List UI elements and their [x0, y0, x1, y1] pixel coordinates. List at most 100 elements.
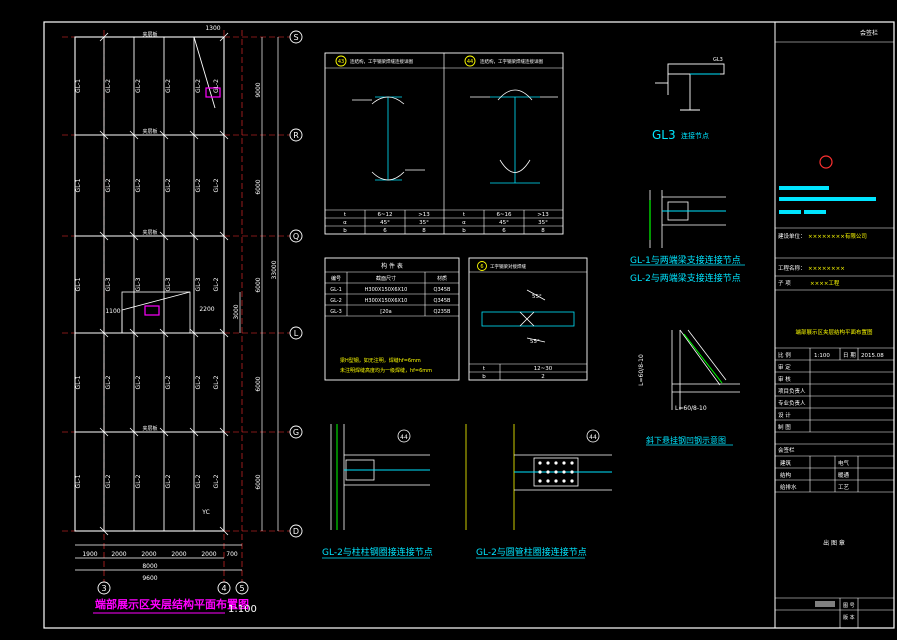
- table43-r2c1: 6: [383, 228, 387, 234]
- project-value: ××××××××: [808, 266, 845, 272]
- version-label: 版 本: [843, 614, 855, 621]
- beam-tick: [219, 427, 229, 437]
- bolt-icon: [554, 479, 558, 483]
- room-label: 夹层板: [142, 31, 157, 38]
- company-name-bar-en: [779, 197, 876, 201]
- beam-label: GL-2: [213, 375, 220, 389]
- weld-b-val: 2: [541, 374, 545, 380]
- beam-label: GL-2: [213, 474, 220, 488]
- axis-label: R: [293, 131, 299, 140]
- gl3-detail: GL3 GL3 连接节点: [652, 57, 725, 142]
- dim-bottom-1: 1900: [82, 551, 97, 558]
- axis-bubble-L: L: [289, 326, 303, 340]
- gl1-gl2-end-detail: GL-1与两端梁支接连接节点 GL-2与两端梁支接连接节点: [630, 190, 745, 284]
- axis-bubble-S: S: [289, 30, 303, 44]
- table44-r1c0: α: [462, 220, 466, 226]
- beam-tick: [159, 130, 169, 140]
- beam-label: GL-1: [75, 474, 82, 488]
- beam-tick: [189, 427, 199, 437]
- beam-label: GL-1: [75, 79, 82, 93]
- weld-num: 6: [480, 264, 483, 270]
- detail-43-title: 连结构，工字钢梁焊缝连接详图: [350, 58, 413, 65]
- dim-right-2: 6000: [255, 179, 262, 194]
- beam-tick: [219, 526, 229, 536]
- axis-bubble-4: 4: [217, 581, 231, 595]
- beam-label: GL-2: [165, 79, 172, 93]
- axis-label: Q: [293, 232, 299, 241]
- discipline-label: 工艺: [838, 484, 850, 491]
- brace-dim-1: L=60/8-10: [638, 354, 645, 386]
- bolt-icon: [546, 479, 550, 483]
- beam-tick: [129, 427, 139, 437]
- section-mark-magenta: [144, 305, 160, 316]
- table43-h0: t: [344, 212, 347, 218]
- beam-tick: [159, 328, 169, 338]
- dim-top: 1300: [205, 25, 220, 32]
- discipline-label: 给排水: [780, 483, 797, 491]
- titleblock-row-label: 项目负责人: [778, 387, 806, 395]
- section-mark-magenta: [205, 87, 221, 98]
- beam-label: GL-2: [165, 474, 172, 488]
- table44-r2c0: b: [462, 228, 466, 234]
- table43-r1c2: 35°: [419, 220, 429, 226]
- dim-bottom-5: 2000: [201, 551, 216, 558]
- brace-title: 斜下悬挂钢凹钢示意图: [646, 435, 726, 445]
- dim-bottom-end: 700: [226, 551, 238, 558]
- beam-label: GL-2: [195, 375, 202, 389]
- dim-bottom-3: 2000: [141, 551, 156, 558]
- schedule-cell: Q235B: [434, 309, 451, 315]
- beam-tick: [189, 130, 199, 140]
- axis-bubble-5: 5: [235, 581, 249, 595]
- discipline-label: 结构: [780, 471, 792, 479]
- discipline-label: 暖通: [838, 471, 850, 479]
- beam-tick: [129, 328, 139, 338]
- schedule-cell: GL-3: [330, 309, 342, 315]
- table43-r2c2: 8: [422, 228, 426, 234]
- beam-label: GL-2: [105, 375, 112, 389]
- dim-opening-h: 3000: [233, 304, 240, 319]
- axis-bubble-Q: Q: [289, 229, 303, 243]
- bolt-icon: [538, 461, 542, 465]
- beam-label: GL-2: [135, 79, 142, 93]
- room-label: 夹层板: [142, 128, 157, 135]
- discipline-label: 电气: [838, 459, 850, 467]
- beam-tick: [129, 130, 139, 140]
- gl2-pipe-title: GL-2与圆管柱圈接连接节点: [476, 546, 587, 558]
- weld-b: b: [482, 374, 486, 380]
- axis-label: S: [293, 33, 298, 42]
- drawing-name: 端部展示区夹层结构平面布置图: [795, 328, 873, 336]
- schedule-header: 材质: [437, 275, 447, 282]
- project-label: 工程名称：: [778, 264, 806, 272]
- schedule-cell: [20a: [380, 309, 391, 315]
- axis-bubble-3: 3: [97, 581, 111, 595]
- schedule-cell: GL-2: [330, 298, 342, 304]
- table43-r2c0: b: [343, 228, 347, 234]
- detail-44-num: 44: [467, 59, 473, 65]
- schedule-cell: Q345B: [434, 287, 451, 293]
- table44-h0: t: [463, 212, 466, 218]
- axis-label: 4: [221, 584, 226, 593]
- table44-h1: 6~16: [496, 212, 512, 218]
- beam-tick: [99, 32, 109, 42]
- dim-overall-bottom: 9600: [142, 575, 157, 582]
- weld-angle-1: 55°: [532, 294, 542, 300]
- bolt-icon: [570, 461, 574, 465]
- titleblock-row-label: 比 例: [778, 351, 791, 359]
- gl3-title: GL3: [652, 128, 676, 142]
- discipline-label: 建筑: [780, 459, 792, 467]
- beam-tick: [129, 231, 139, 241]
- seal-label: 出 图 章: [823, 539, 845, 547]
- license-bar: [804, 210, 826, 214]
- titleblock-row-value: 1:100: [814, 353, 830, 359]
- schedule-cell: H300X150X6X10: [365, 287, 408, 293]
- beam-tick: [219, 130, 229, 140]
- bolt-icon: [538, 470, 542, 474]
- beam-label: GL-3: [105, 277, 112, 291]
- beam-tick: [159, 231, 169, 241]
- plan-title: 端部展示区夹层结构平面布置图: [95, 597, 249, 611]
- beam-tick: [99, 526, 109, 536]
- beam-tick: [189, 328, 199, 338]
- beam-label: GL-3: [135, 277, 142, 291]
- dim-right-5: 6000: [255, 474, 262, 489]
